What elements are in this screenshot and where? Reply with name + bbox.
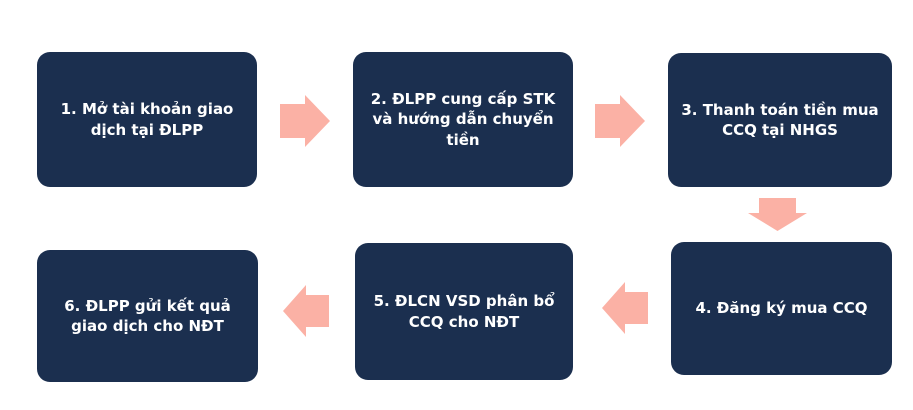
arrow-right-icon (280, 95, 330, 147)
step-box-1: 1. Mở tài khoản giao dịch tại ĐLPP (37, 52, 257, 187)
step-3-label: 3. Thanh toán tiền mua CCQ tại NHGS (681, 100, 879, 139)
step-1-label: 1. Mở tài khoản giao dịch tại ĐLPP (60, 100, 234, 139)
step-6-label: 6. ĐLPP gửi kết quả giao dịch cho NĐT (64, 296, 231, 335)
step-2-label: 2. ĐLPP cung cấp STK và hướng dẫn chuyển… (370, 90, 556, 149)
arrow-right-icon (595, 95, 645, 147)
step-box-5: 5. ĐLCN VSD phân bổ CCQ cho NĐT (355, 243, 573, 380)
arrow-down-icon (748, 198, 807, 231)
arrow-left-icon (283, 285, 329, 337)
step-4-label: 4. Đăng ký mua CCQ (695, 299, 868, 318)
step-5-label: 5. ĐLCN VSD phân bổ CCQ cho NĐT (373, 292, 555, 331)
step-box-2: 2. ĐLPP cung cấp STK và hướng dẫn chuyển… (353, 52, 573, 187)
step-box-3: 3. Thanh toán tiền mua CCQ tại NHGS (668, 53, 892, 187)
step-box-4: 4. Đăng ký mua CCQ (671, 242, 892, 375)
step-box-6: 6. ĐLPP gửi kết quả giao dịch cho NĐT (37, 250, 258, 382)
arrow-left-icon (602, 282, 648, 334)
